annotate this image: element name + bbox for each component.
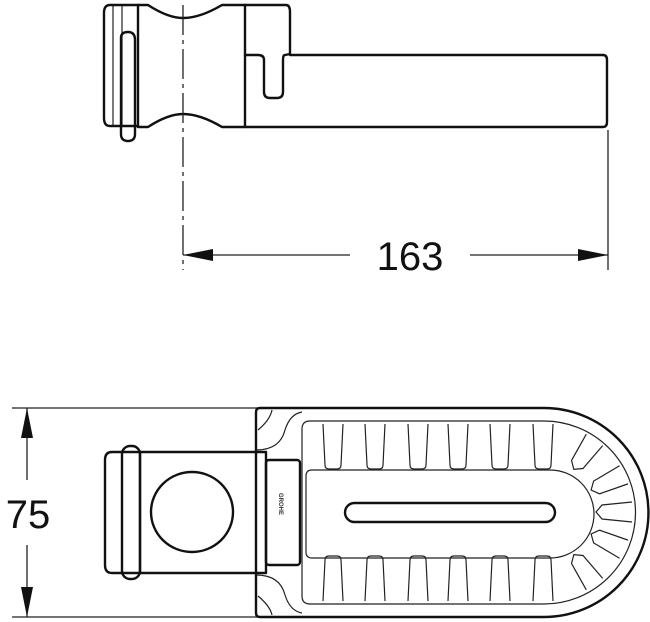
tray-rib [590,529,629,559]
tray-rib [364,423,386,470]
tray-rib [570,553,604,591]
dimension-label-75: 75 [6,493,51,537]
tray-rib [489,555,511,602]
tray-rib [322,555,344,602]
dimension-label-163: 163 [377,235,444,279]
connector-body [138,450,268,575]
tray-rib [407,555,429,602]
plan-view: 75 GROHE [6,406,650,619]
tray-ribs [322,423,633,602]
tray-rib [447,555,469,602]
tray-rib [532,555,554,602]
tray-rib [595,501,633,523]
clamp-body [136,3,292,129]
tray-rib [489,423,511,470]
tray-rib [364,555,386,602]
arm [243,53,609,129]
connector-end [102,3,140,128]
tray-rib [407,423,429,470]
tray-rib [570,433,604,471]
tray-rib [590,465,629,495]
holder-outline [254,406,650,619]
tray-center [305,469,595,559]
connector-ring [120,444,142,581]
tray-rib [447,423,469,470]
release-button [149,470,235,554]
lock-tab [119,30,137,143]
side-view: 163 [102,3,609,279]
brand-logo: GROHE [277,493,283,515]
drain-slot [343,501,557,524]
tray-rib [532,423,554,470]
tray-rib [322,423,344,470]
